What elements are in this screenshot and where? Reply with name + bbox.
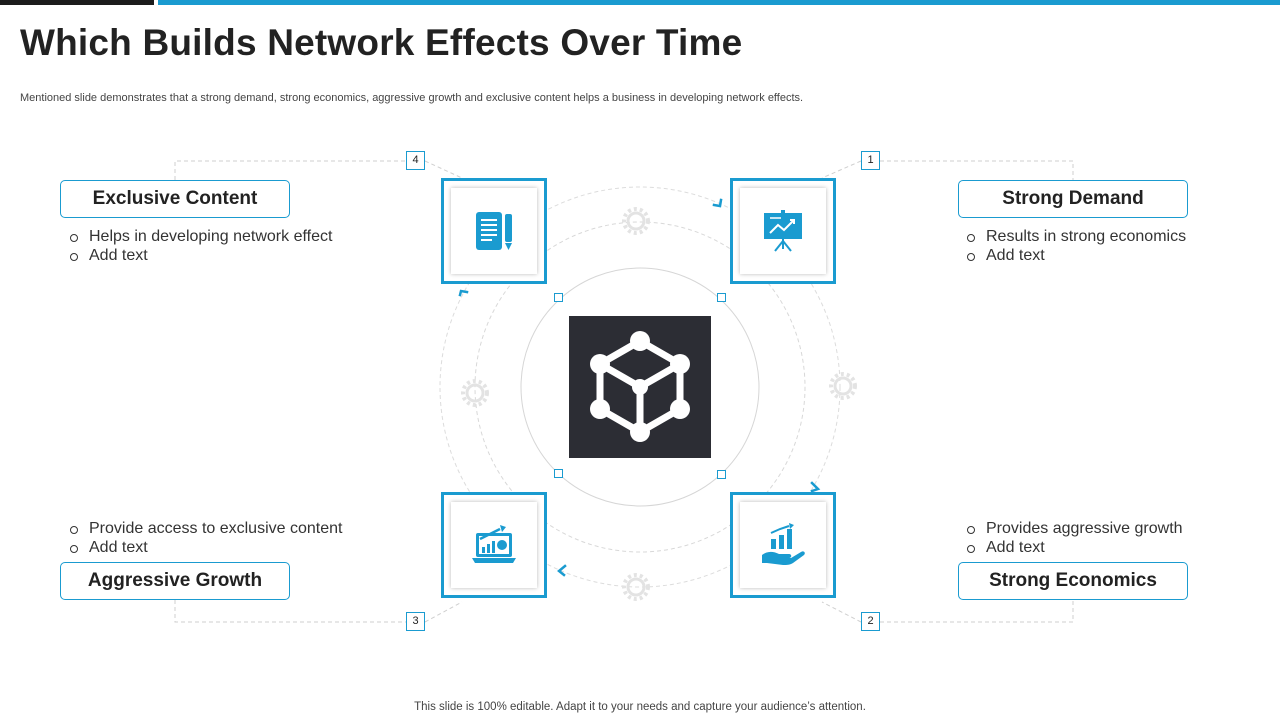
gear-icon bbox=[622, 573, 650, 601]
connector-exclusive-content bbox=[174, 160, 406, 180]
step-number-3: 3 bbox=[406, 612, 425, 631]
gear-icon bbox=[829, 372, 857, 400]
step-number-1: 1 bbox=[861, 151, 880, 170]
bullet-item: Add text bbox=[966, 538, 1183, 557]
slide-footer: This slide is 100% editable. Adapt it to… bbox=[414, 701, 866, 713]
step-number-2: 2 bbox=[861, 612, 880, 631]
bullet-item: Add text bbox=[69, 246, 332, 265]
bullets-strong-demand: Results in strong economics Add text bbox=[966, 227, 1186, 265]
arrowhead-icon bbox=[458, 289, 469, 297]
label-strong-demand: Strong Demand bbox=[958, 180, 1188, 218]
arrowhead-icon bbox=[712, 198, 723, 208]
bullet-item: Helps in developing network effect bbox=[69, 227, 332, 246]
bullet-item: Add text bbox=[966, 246, 1186, 265]
inner-ring bbox=[520, 267, 760, 507]
label-strong-economics: Strong Economics bbox=[958, 562, 1188, 600]
connector-strong-demand bbox=[880, 160, 1074, 180]
arrowhead-icon bbox=[810, 481, 821, 493]
connector-4-tile bbox=[424, 160, 463, 179]
step-number-4: 4 bbox=[406, 151, 425, 170]
tile-exclusive-content bbox=[441, 178, 547, 284]
laptop-analytics-icon bbox=[472, 525, 516, 563]
connector-2-tile bbox=[821, 601, 862, 623]
bullet-item: Add text bbox=[69, 538, 342, 557]
bullets-exclusive-content: Helps in developing network effect Add t… bbox=[69, 227, 332, 265]
top-accent-bar-dark bbox=[0, 0, 154, 5]
connector-node bbox=[717, 293, 726, 302]
slide-title: Which Builds Network Effects Over Time bbox=[20, 22, 743, 63]
top-accent-bar-blue bbox=[158, 0, 1280, 5]
bullet-item: Provide access to exclusive content bbox=[69, 519, 342, 538]
bullet-item: Results in strong economics bbox=[966, 227, 1186, 246]
tile-aggressive-growth bbox=[441, 492, 547, 598]
label-exclusive-content: Exclusive Content bbox=[60, 180, 290, 218]
bullets-strong-economics: Provides aggressive growth Add text bbox=[966, 519, 1183, 557]
center-network-box bbox=[569, 316, 711, 458]
outer-dashed-ring bbox=[439, 186, 841, 588]
hand-growth-chart-icon bbox=[762, 523, 805, 565]
presentation-chart-icon bbox=[764, 210, 802, 252]
connector-node bbox=[554, 469, 563, 478]
label-aggressive-growth: Aggressive Growth bbox=[60, 562, 290, 600]
gear-icon bbox=[461, 379, 489, 407]
connector-node bbox=[554, 293, 563, 302]
connector-aggressive-growth bbox=[174, 600, 406, 623]
network-cube-icon bbox=[590, 331, 690, 442]
slide-subtitle: Mentioned slide demonstrates that a stro… bbox=[20, 92, 804, 104]
document-pen-icon bbox=[476, 212, 512, 250]
connector-1-tile bbox=[821, 160, 862, 179]
bullet-item: Provides aggressive growth bbox=[966, 519, 1183, 538]
arrowhead-icon bbox=[557, 564, 567, 577]
connector-3-tile bbox=[424, 601, 463, 623]
tile-strong-demand bbox=[730, 178, 836, 284]
connector-node bbox=[717, 470, 726, 479]
connector-strong-economics bbox=[880, 600, 1074, 623]
middle-dashed-ring bbox=[474, 221, 806, 553]
tile-strong-economics bbox=[730, 492, 836, 598]
gear-icon bbox=[622, 207, 650, 235]
bullets-aggressive-growth: Provide access to exclusive content Add … bbox=[69, 519, 342, 557]
